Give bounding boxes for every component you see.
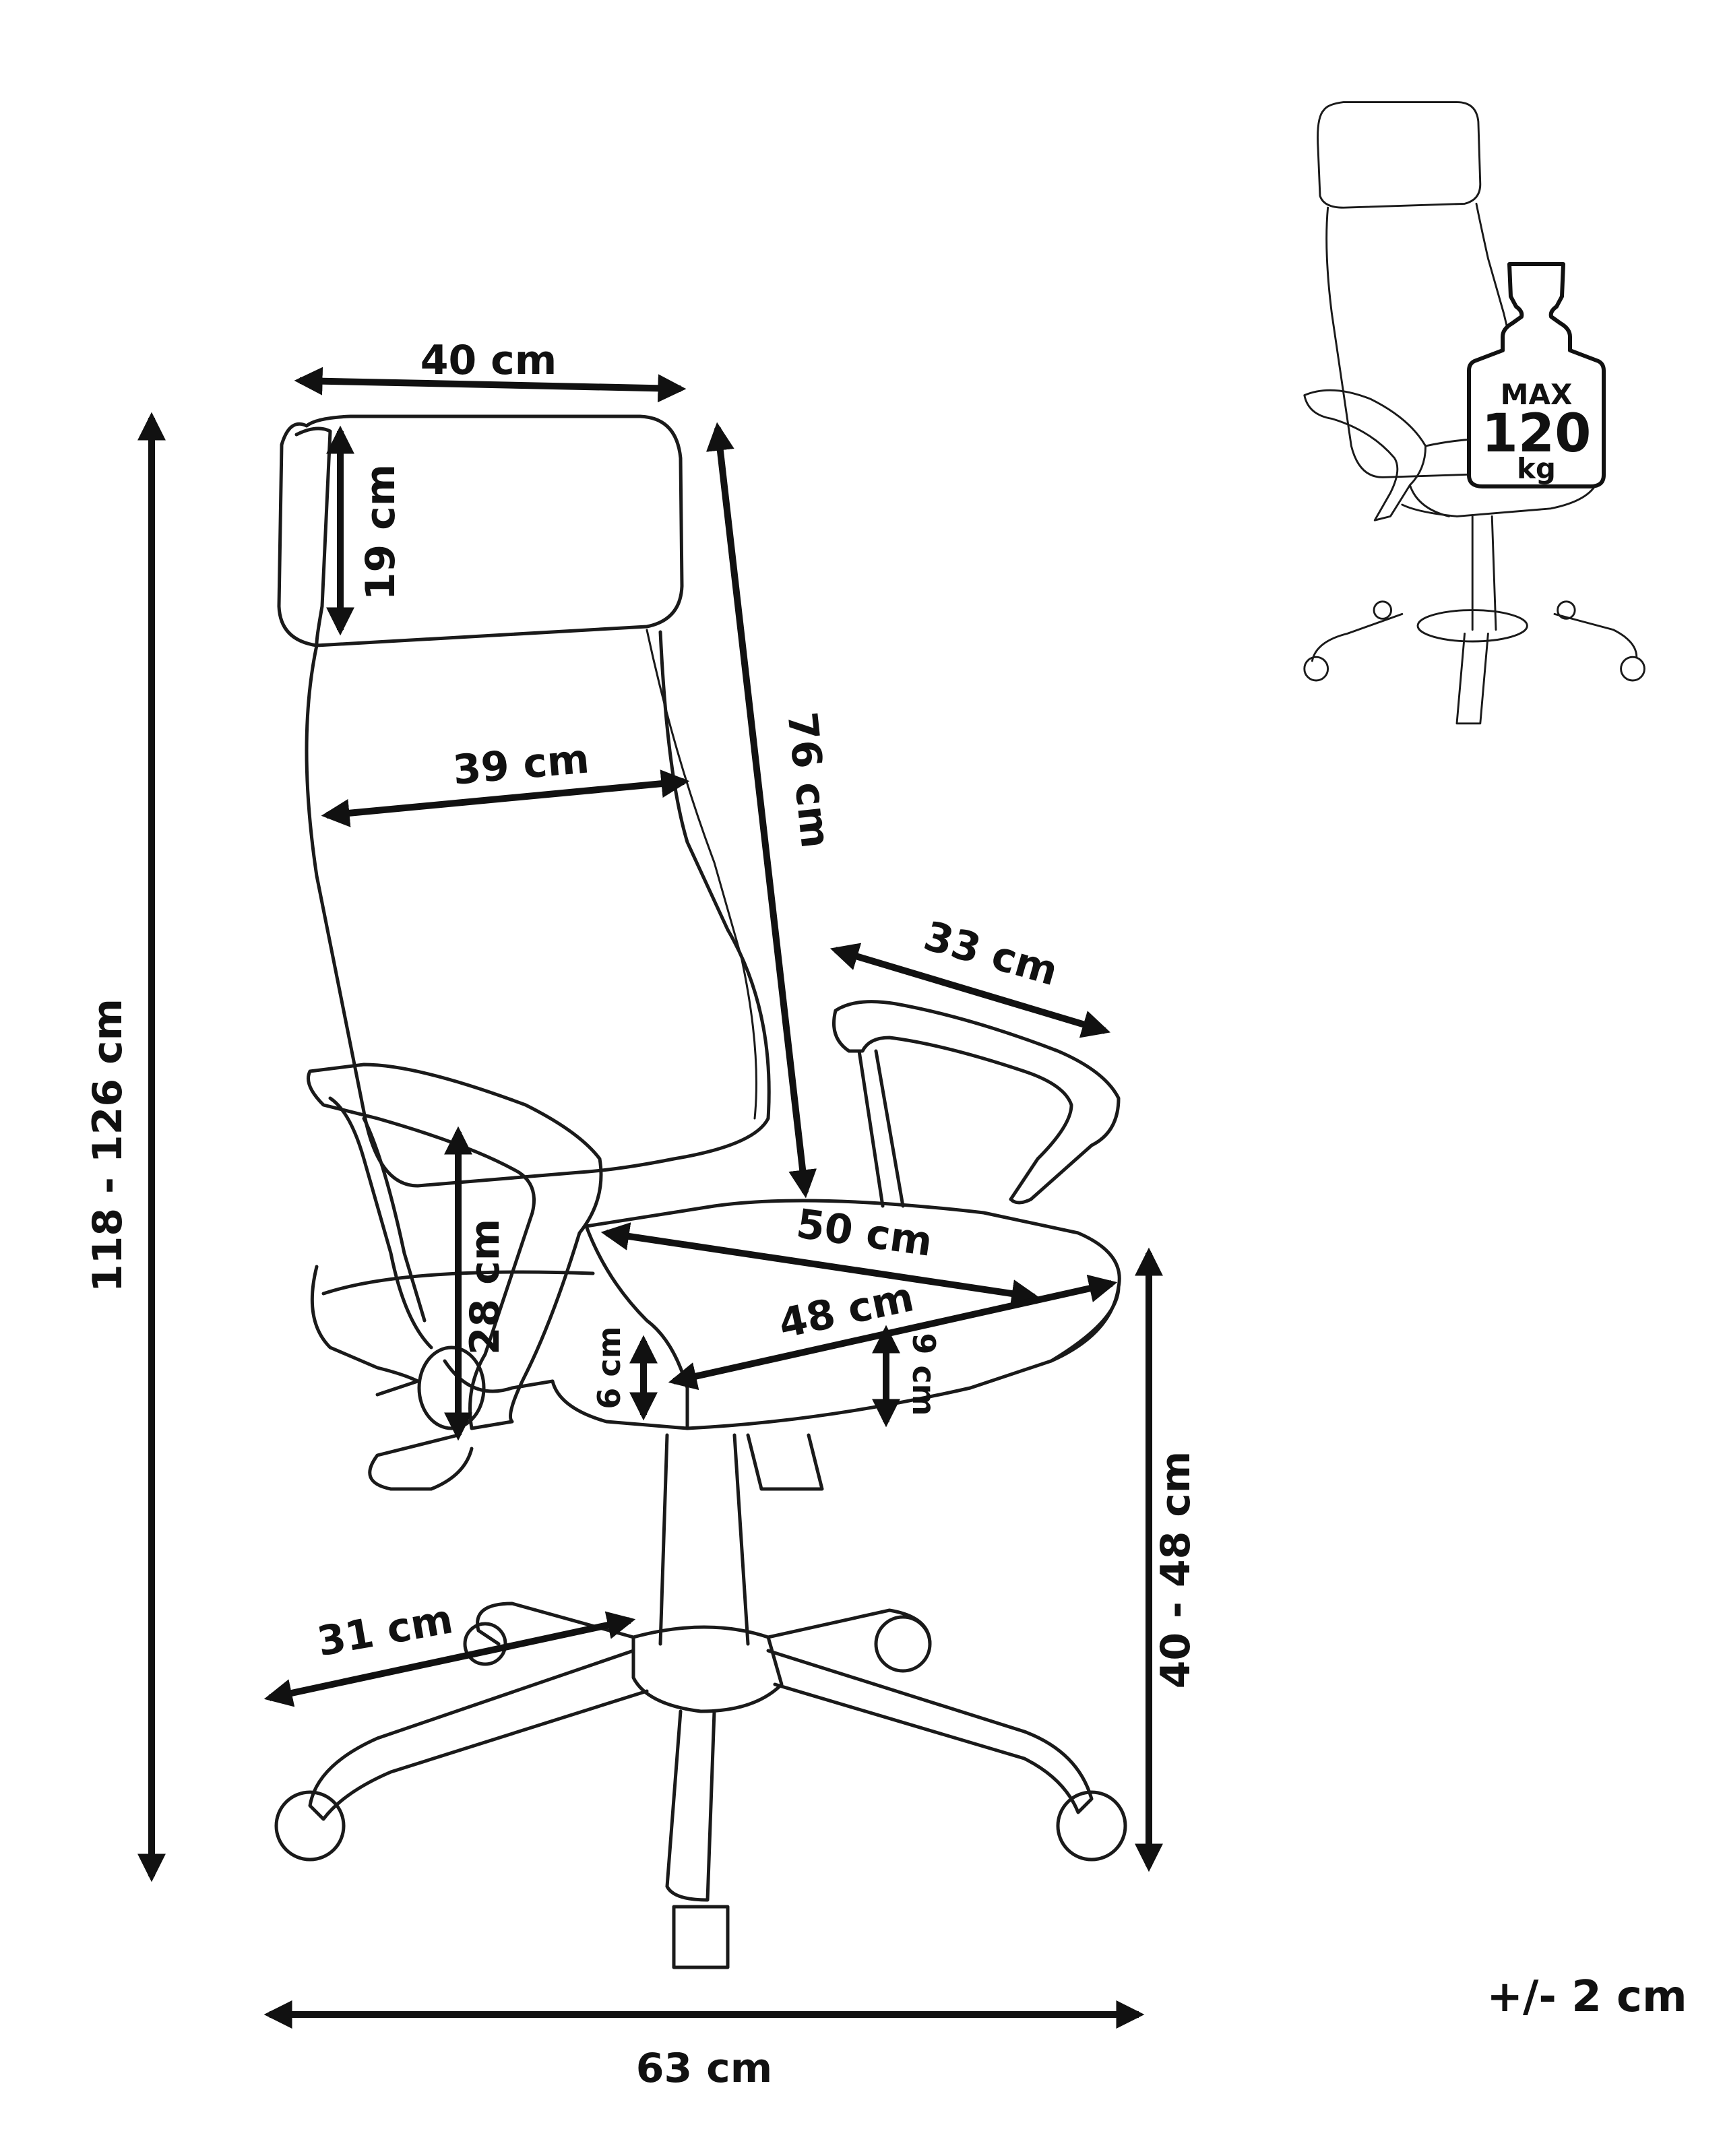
tolerance-note: +/- 2 cm [1486, 1972, 1687, 2022]
armrest-length-arrow [829, 943, 1111, 1038]
caster [672, 1905, 730, 1969]
max-load-badge: MAX 120 kg [1467, 262, 1606, 488]
seat-thickness-label: 9 cm [906, 1333, 942, 1416]
left-armrest [307, 1063, 603, 1430]
max-load-unit: kg [1517, 452, 1556, 485]
headrest-width-label: 40 cm [420, 337, 557, 384]
headrest-width-arrow [294, 367, 687, 403]
headrest-height-label: 19 cm [357, 464, 404, 600]
base-legs [308, 1649, 649, 1821]
seat-height-label: 40 - 48 cm [1152, 1451, 1199, 1689]
total-height-label: 118 - 126 cm [84, 998, 131, 1292]
armrest-height-label: 28 cm [462, 1219, 509, 1355]
caster [274, 1790, 346, 1862]
caster [874, 1615, 932, 1673]
base-hub [631, 1625, 784, 1713]
leg-length-label: 31 cm [314, 1595, 457, 1666]
max-load-line1: MAX [1501, 378, 1573, 411]
dimension-lines [137, 367, 1163, 2029]
backrest-height-arrow [705, 422, 817, 1199]
seat-depth-label: 48 cm [775, 1273, 918, 1348]
backrest-height-label: 76 cm [778, 710, 839, 851]
base-width-label: 63 cm [636, 2045, 772, 2092]
caster [1056, 1790, 1127, 1862]
backrest-width-arrow [321, 769, 690, 827]
leg-length-arrow [263, 1611, 636, 1707]
seat-front-thickness-label: 6 cm [591, 1326, 627, 1409]
seat-width-label: 50 cm [794, 1200, 935, 1265]
weight-bottle-icon [1467, 262, 1606, 488]
backrest-width-label: 39 cm [451, 735, 591, 794]
backrest [305, 630, 771, 1188]
headrest [277, 414, 684, 647]
max-load-value: 120 [1482, 404, 1592, 464]
chair-drawing [274, 414, 1127, 1969]
gas-cylinder [658, 1433, 750, 1646]
